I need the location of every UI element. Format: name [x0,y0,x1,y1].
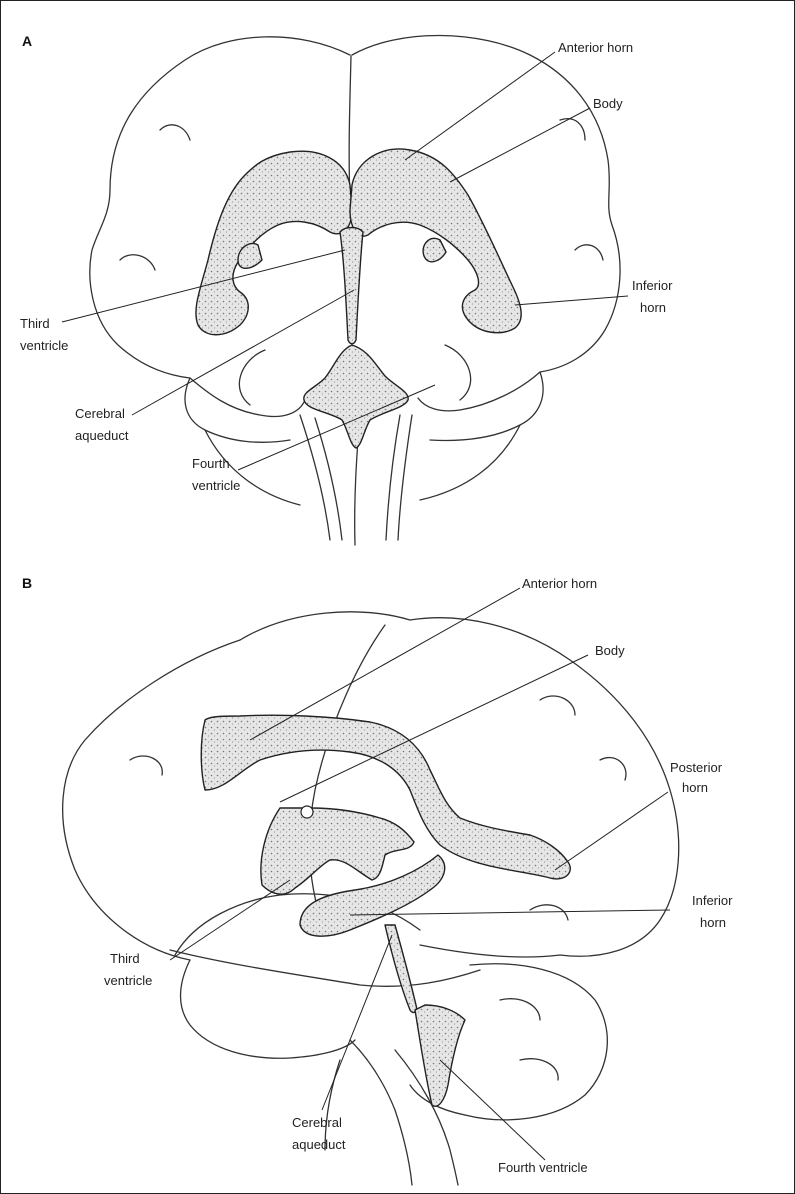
label-b-posterior-horn-1: Posterior [670,760,723,775]
label-a-cerebral-aqueduct-2: aqueduct [75,428,129,443]
label-b-anterior-horn: Anterior horn [522,576,597,591]
label-b-third-ventricle-2: ventricle [104,973,152,988]
label-a-anterior-horn: Anterior horn [558,40,633,55]
label-b-fourth-ventricle: Fourth ventricle [498,1160,588,1175]
label-b-inferior-horn-1: Inferior [692,893,733,908]
label-a-inferior-horn-1: Inferior [632,278,673,293]
panel-a-labels: Anterior horn Body Inferior horn Third v… [20,40,673,493]
label-b-posterior-horn-2: horn [682,780,708,795]
label-b-third-ventricle-1: Third [110,951,140,966]
label-a-body: Body [593,96,623,111]
panel-b-leaders [169,587,671,1161]
panel-b-labels: Anterior horn Body Posterior horn Inferi… [104,576,733,1175]
panel-a-letter: A [22,33,32,49]
label-b-cerebral-aqueduct-1: Cerebral [292,1115,342,1130]
panel-b-letter: B [22,575,32,591]
panel-a-leaders [61,51,629,471]
label-b-body: Body [595,643,625,658]
panel-a-ventricles [195,148,522,449]
panel-b-brain-outline [62,611,680,1186]
label-b-inferior-horn-2: horn [700,915,726,930]
panel-a-brain-outline [89,34,621,546]
label-a-inferior-horn-2: horn [640,300,666,315]
label-a-fourth-ventricle-2: ventricle [192,478,240,493]
panel-b-ventricles [200,714,571,1107]
label-a-third-ventricle-2: ventricle [20,338,68,353]
label-a-fourth-ventricle-1: Fourth [192,456,230,471]
label-a-third-ventricle-1: Third [20,316,50,331]
label-b-cerebral-aqueduct-2: aqueduct [292,1137,346,1152]
label-a-cerebral-aqueduct-1: Cerebral [75,406,125,421]
